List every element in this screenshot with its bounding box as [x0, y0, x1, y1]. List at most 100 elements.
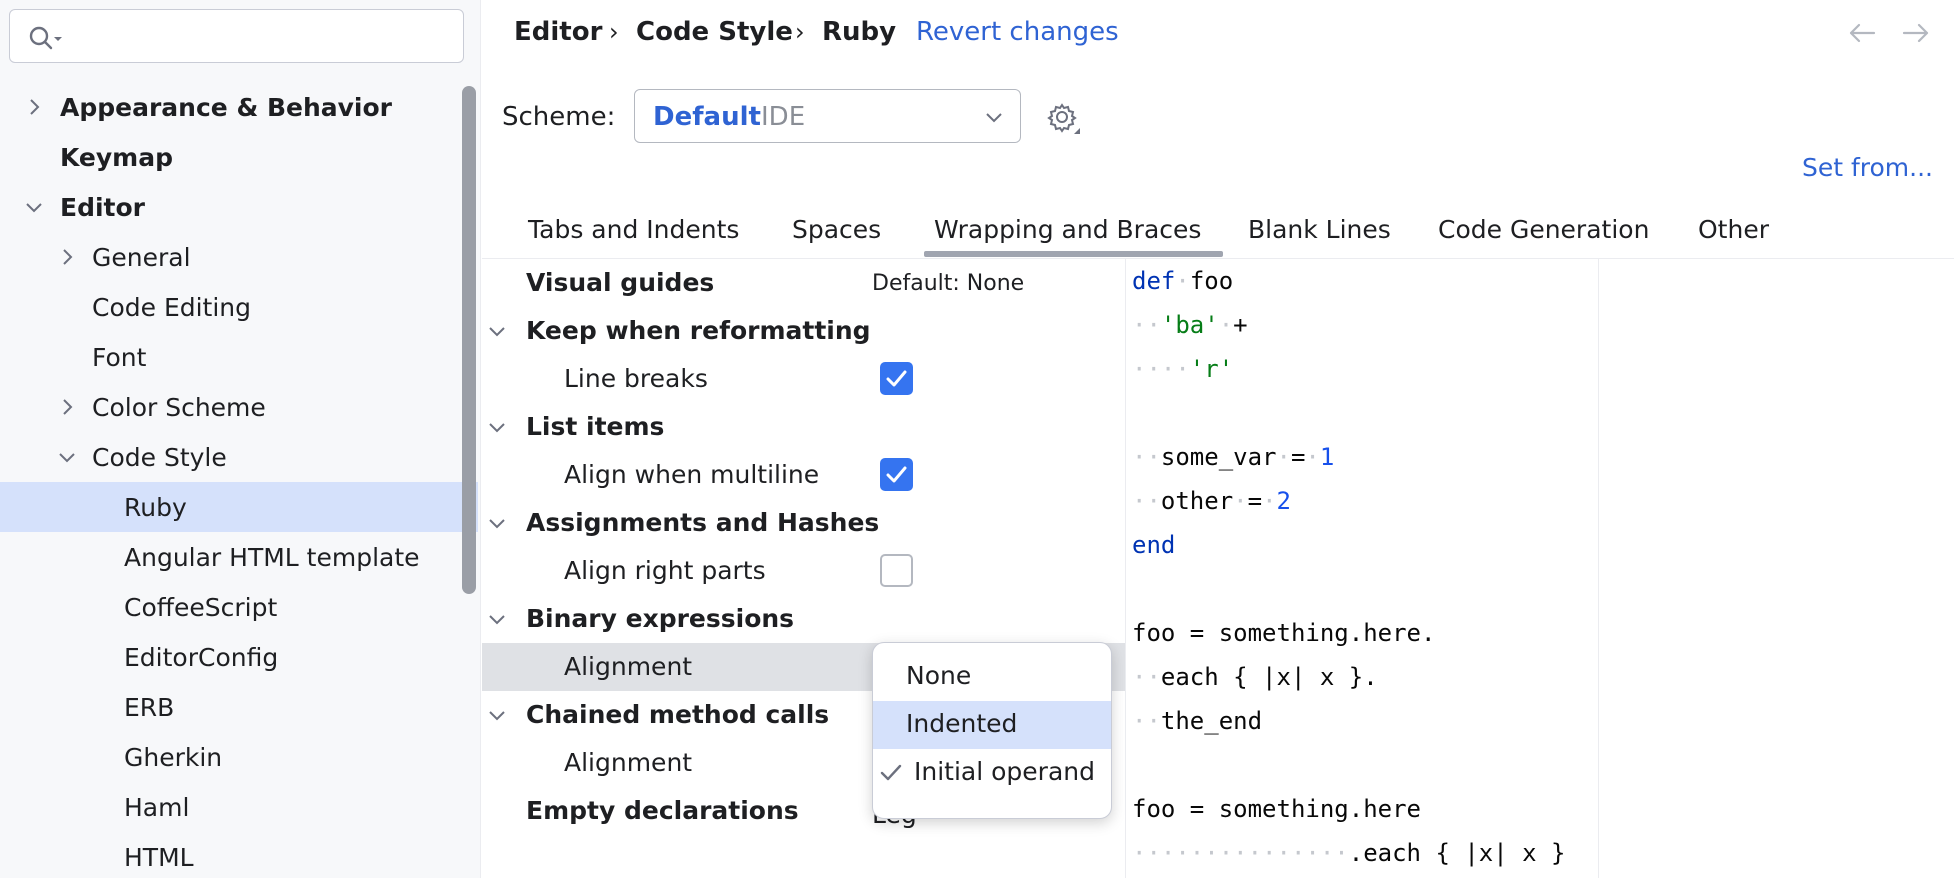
- code-line: ··the_end: [1132, 707, 1263, 735]
- setting-label: Empty declarations: [526, 796, 799, 825]
- setting-empty-declarations[interactable]: Empty declarations: [482, 787, 1125, 835]
- group-title: List items: [526, 412, 665, 441]
- chevron-down-icon[interactable]: [487, 417, 507, 437]
- tree-item-editorconfig[interactable]: EditorConfig: [0, 632, 462, 682]
- chevron-right-icon[interactable]: [24, 97, 44, 117]
- option-none[interactable]: None: [873, 653, 1111, 701]
- tree-item-haml[interactable]: Haml: [0, 782, 462, 832]
- code-line: ··each { |x| x }.: [1132, 663, 1378, 691]
- tree-item-html[interactable]: HTML: [0, 832, 462, 878]
- tree-item-angular-html-template[interactable]: Angular HTML template: [0, 532, 462, 582]
- active-tab-indicator: [924, 251, 1223, 257]
- group-keep-when-reformatting[interactable]: Keep when reformatting: [482, 307, 1125, 355]
- tree-item-keymap[interactable]: Keymap: [0, 132, 462, 182]
- tree-item-coffeescript[interactable]: CoffeeScript: [0, 582, 462, 632]
- setting-align-when-multiline[interactable]: Align when multiline: [482, 451, 1125, 499]
- tab-spaces[interactable]: Spaces: [792, 215, 882, 244]
- code-line: ····'r': [1132, 355, 1234, 383]
- chevron-right-icon[interactable]: [57, 247, 77, 267]
- tree-item-label: HTML: [124, 842, 194, 872]
- tab-wrapping-and-braces[interactable]: Wrapping and Braces: [934, 215, 1202, 244]
- breadcrumb-editor[interactable]: Editor: [514, 17, 603, 47]
- group-list-items[interactable]: List items: [482, 403, 1125, 451]
- setting-chained-alignment[interactable]: Alignment: [482, 739, 1125, 787]
- set-from-link[interactable]: Set from...: [1801, 153, 1933, 182]
- group-binary-expressions[interactable]: Binary expressions: [482, 595, 1125, 643]
- setting-align-right-parts[interactable]: Align right parts: [482, 547, 1125, 595]
- setting-label: Alignment: [564, 652, 693, 681]
- tab-other[interactable]: Other: [1698, 215, 1769, 244]
- option-label: Initial operand: [914, 757, 1095, 786]
- tree-item-editor[interactable]: Editor: [0, 182, 462, 232]
- tab-bar: Tabs and Indents Spaces Wrapping and Bra…: [482, 207, 1954, 259]
- option-initial-operand[interactable]: Initial operand: [873, 749, 1111, 797]
- tree-item-general[interactable]: General: [0, 232, 462, 282]
- tree-item-erb[interactable]: ERB: [0, 682, 462, 732]
- tree-item-label: EditorConfig: [124, 642, 279, 672]
- code-line: ···············.each { |x| x }: [1132, 839, 1566, 867]
- tree-item-appearance-behavior[interactable]: Appearance & Behavior: [0, 82, 462, 132]
- chevron-down-icon[interactable]: [487, 321, 507, 341]
- chevron-down-icon[interactable]: [487, 705, 507, 725]
- chevron-down-icon[interactable]: [24, 197, 44, 217]
- scheme-dropdown[interactable]: Default IDE: [634, 89, 1021, 143]
- tree-item-code-editing[interactable]: Code Editing: [0, 282, 462, 332]
- setting-visual-guides[interactable]: Visual guides Default: None: [482, 259, 1125, 307]
- tree-item-label: Ruby: [124, 492, 187, 522]
- tree-item-code-style[interactable]: Code Style: [0, 432, 462, 482]
- group-title: Binary expressions: [526, 604, 795, 633]
- scheme-type: IDE: [761, 102, 806, 132]
- setting-label: Align when multiline: [564, 460, 820, 489]
- alignment-dropdown-popup: None Indented Initial operand: [872, 642, 1112, 819]
- gear-icon[interactable]: [1046, 101, 1082, 135]
- settings-panel: Visual guides Default: None Keep when re…: [482, 259, 1125, 878]
- tab-blank-lines[interactable]: Blank Lines: [1248, 215, 1391, 244]
- settings-sidebar: Appearance & Behavior Keymap Editor Gene…: [0, 0, 481, 878]
- arrow-left-icon[interactable]: [1848, 22, 1876, 44]
- sidebar-scrollbar[interactable]: [462, 86, 476, 594]
- search-input[interactable]: [9, 9, 464, 63]
- breadcrumb-code-style[interactable]: Code Style: [636, 17, 793, 47]
- breadcrumb-ruby: Ruby: [822, 17, 897, 47]
- align-when-multiline-checkbox[interactable]: [880, 458, 913, 491]
- code-line: end: [1132, 531, 1176, 559]
- tree-item-label: CoffeeScript: [124, 592, 278, 622]
- chevron-down-icon[interactable]: [487, 609, 507, 629]
- group-chained-method-calls[interactable]: Chained method calls: [482, 691, 1125, 739]
- arrow-right-icon[interactable]: [1902, 22, 1930, 44]
- align-right-parts-checkbox[interactable]: [880, 554, 913, 587]
- code-line: ··other·=·2: [1132, 487, 1291, 515]
- tab-code-generation[interactable]: Code Generation: [1438, 215, 1650, 244]
- chevron-right-icon[interactable]: [57, 397, 77, 417]
- tree-item-font[interactable]: Font: [0, 332, 462, 382]
- setting-line-breaks[interactable]: Line breaks: [482, 355, 1125, 403]
- code-line: def·foo: [1132, 267, 1234, 295]
- setting-label: Line breaks: [564, 364, 708, 393]
- setting-label: Visual guides: [526, 268, 715, 297]
- tree-item-ruby[interactable]: Ruby: [0, 482, 478, 532]
- group-title: Keep when reformatting: [526, 316, 871, 345]
- chevron-down-icon: [986, 113, 1002, 123]
- setting-value[interactable]: Default: None: [872, 271, 1025, 296]
- code-line: foo = something.here.: [1132, 619, 1436, 647]
- tree-item-label: Keymap: [60, 142, 174, 172]
- revert-changes-link[interactable]: Revert changes: [916, 17, 1119, 47]
- option-label: None: [906, 661, 972, 690]
- chevron-down-icon[interactable]: [487, 513, 507, 533]
- group-title: Chained method calls: [526, 700, 830, 729]
- group-assignments-and-hashes[interactable]: Assignments and Hashes: [482, 499, 1125, 547]
- tree-item-color-scheme[interactable]: Color Scheme: [0, 382, 462, 432]
- tree-item-gherkin[interactable]: Gherkin: [0, 732, 462, 782]
- option-indented[interactable]: Indented: [873, 701, 1111, 749]
- breadcrumb-separator: ›: [795, 18, 805, 46]
- code-line: ··'ba'·+: [1132, 311, 1248, 339]
- tree-item-label: Font: [92, 342, 147, 372]
- chevron-down-icon[interactable]: [57, 447, 77, 467]
- tab-tabs-and-indents[interactable]: Tabs and Indents: [528, 215, 740, 244]
- tree-item-label: Angular HTML template: [124, 542, 420, 572]
- tree-item-label: Editor: [60, 192, 145, 222]
- tree-item-label: Color Scheme: [92, 392, 266, 422]
- tree-item-label: Gherkin: [124, 742, 223, 772]
- code-line: foo = something.here: [1132, 795, 1421, 823]
- line-breaks-checkbox[interactable]: [880, 362, 913, 395]
